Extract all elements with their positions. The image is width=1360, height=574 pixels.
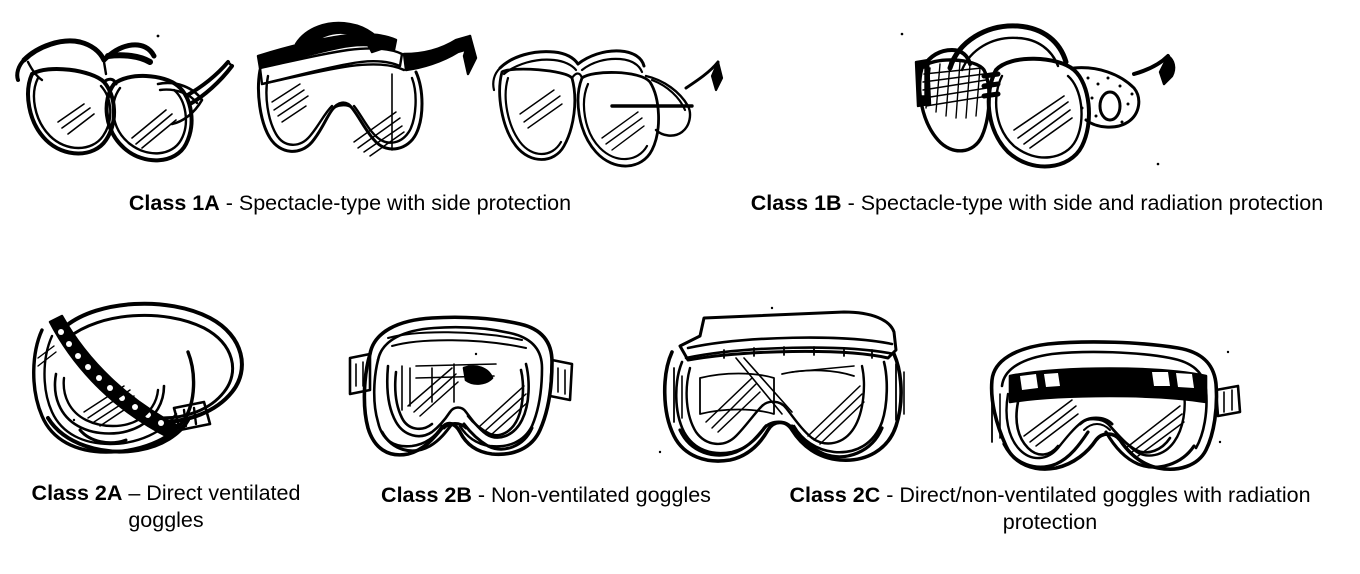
caption-separator-1a: - xyxy=(219,191,239,215)
caption-class-2b: Class 2B - Non-ventilated goggles xyxy=(372,482,720,509)
caption-separator-2c: - xyxy=(880,483,900,507)
safety-spectacles-side-shield-icon xyxy=(8,18,240,178)
radiation-protection-goggles-icon xyxy=(962,338,1250,478)
caption-class-2c: Class 2C - Direct/non-ventilated goggles… xyxy=(744,482,1356,536)
caption-class-1a: Class 1A - Spectacle-type with side prot… xyxy=(30,190,670,217)
caption-text-2c: Direct/non-ventilated goggles with radia… xyxy=(899,483,1311,534)
caption-separator-2a: – xyxy=(122,481,147,505)
spectacle-eye-protector-outline-icon xyxy=(486,32,728,180)
class-label-2a: Class 2A xyxy=(31,481,123,505)
caption-text-1b: Spectacle-type with side and radiation p… xyxy=(860,191,1324,215)
caption-class-1b: Class 1B - Spectacle-type with side and … xyxy=(730,190,1344,217)
non-ventilated-goggles-icon xyxy=(336,310,580,468)
over-spectacle-safety-glasses-icon xyxy=(244,14,494,174)
direct-ventilated-goggles-icon xyxy=(18,292,256,464)
class-label-2b: Class 2B xyxy=(381,483,472,507)
caption-text-2b: Non-ventilated goggles xyxy=(491,483,711,507)
class-label-1b: Class 1B xyxy=(750,191,842,215)
caption-text-2a: Direct ventilated goggles xyxy=(128,481,301,532)
caption-separator-1b: - xyxy=(841,191,861,215)
class-label-2c: Class 2C xyxy=(789,483,881,507)
caption-text-1a: Spectacle-type with side protection xyxy=(238,191,572,215)
class-label-1a: Class 1A xyxy=(128,191,220,215)
caption-class-2a: Class 2A – Direct ventilated goggles xyxy=(0,480,332,534)
direct-non-ventilated-goggles-icon xyxy=(644,302,932,470)
caption-separator-2b: - xyxy=(471,483,491,507)
spectacles-radiation-protection-icon xyxy=(896,12,1178,184)
